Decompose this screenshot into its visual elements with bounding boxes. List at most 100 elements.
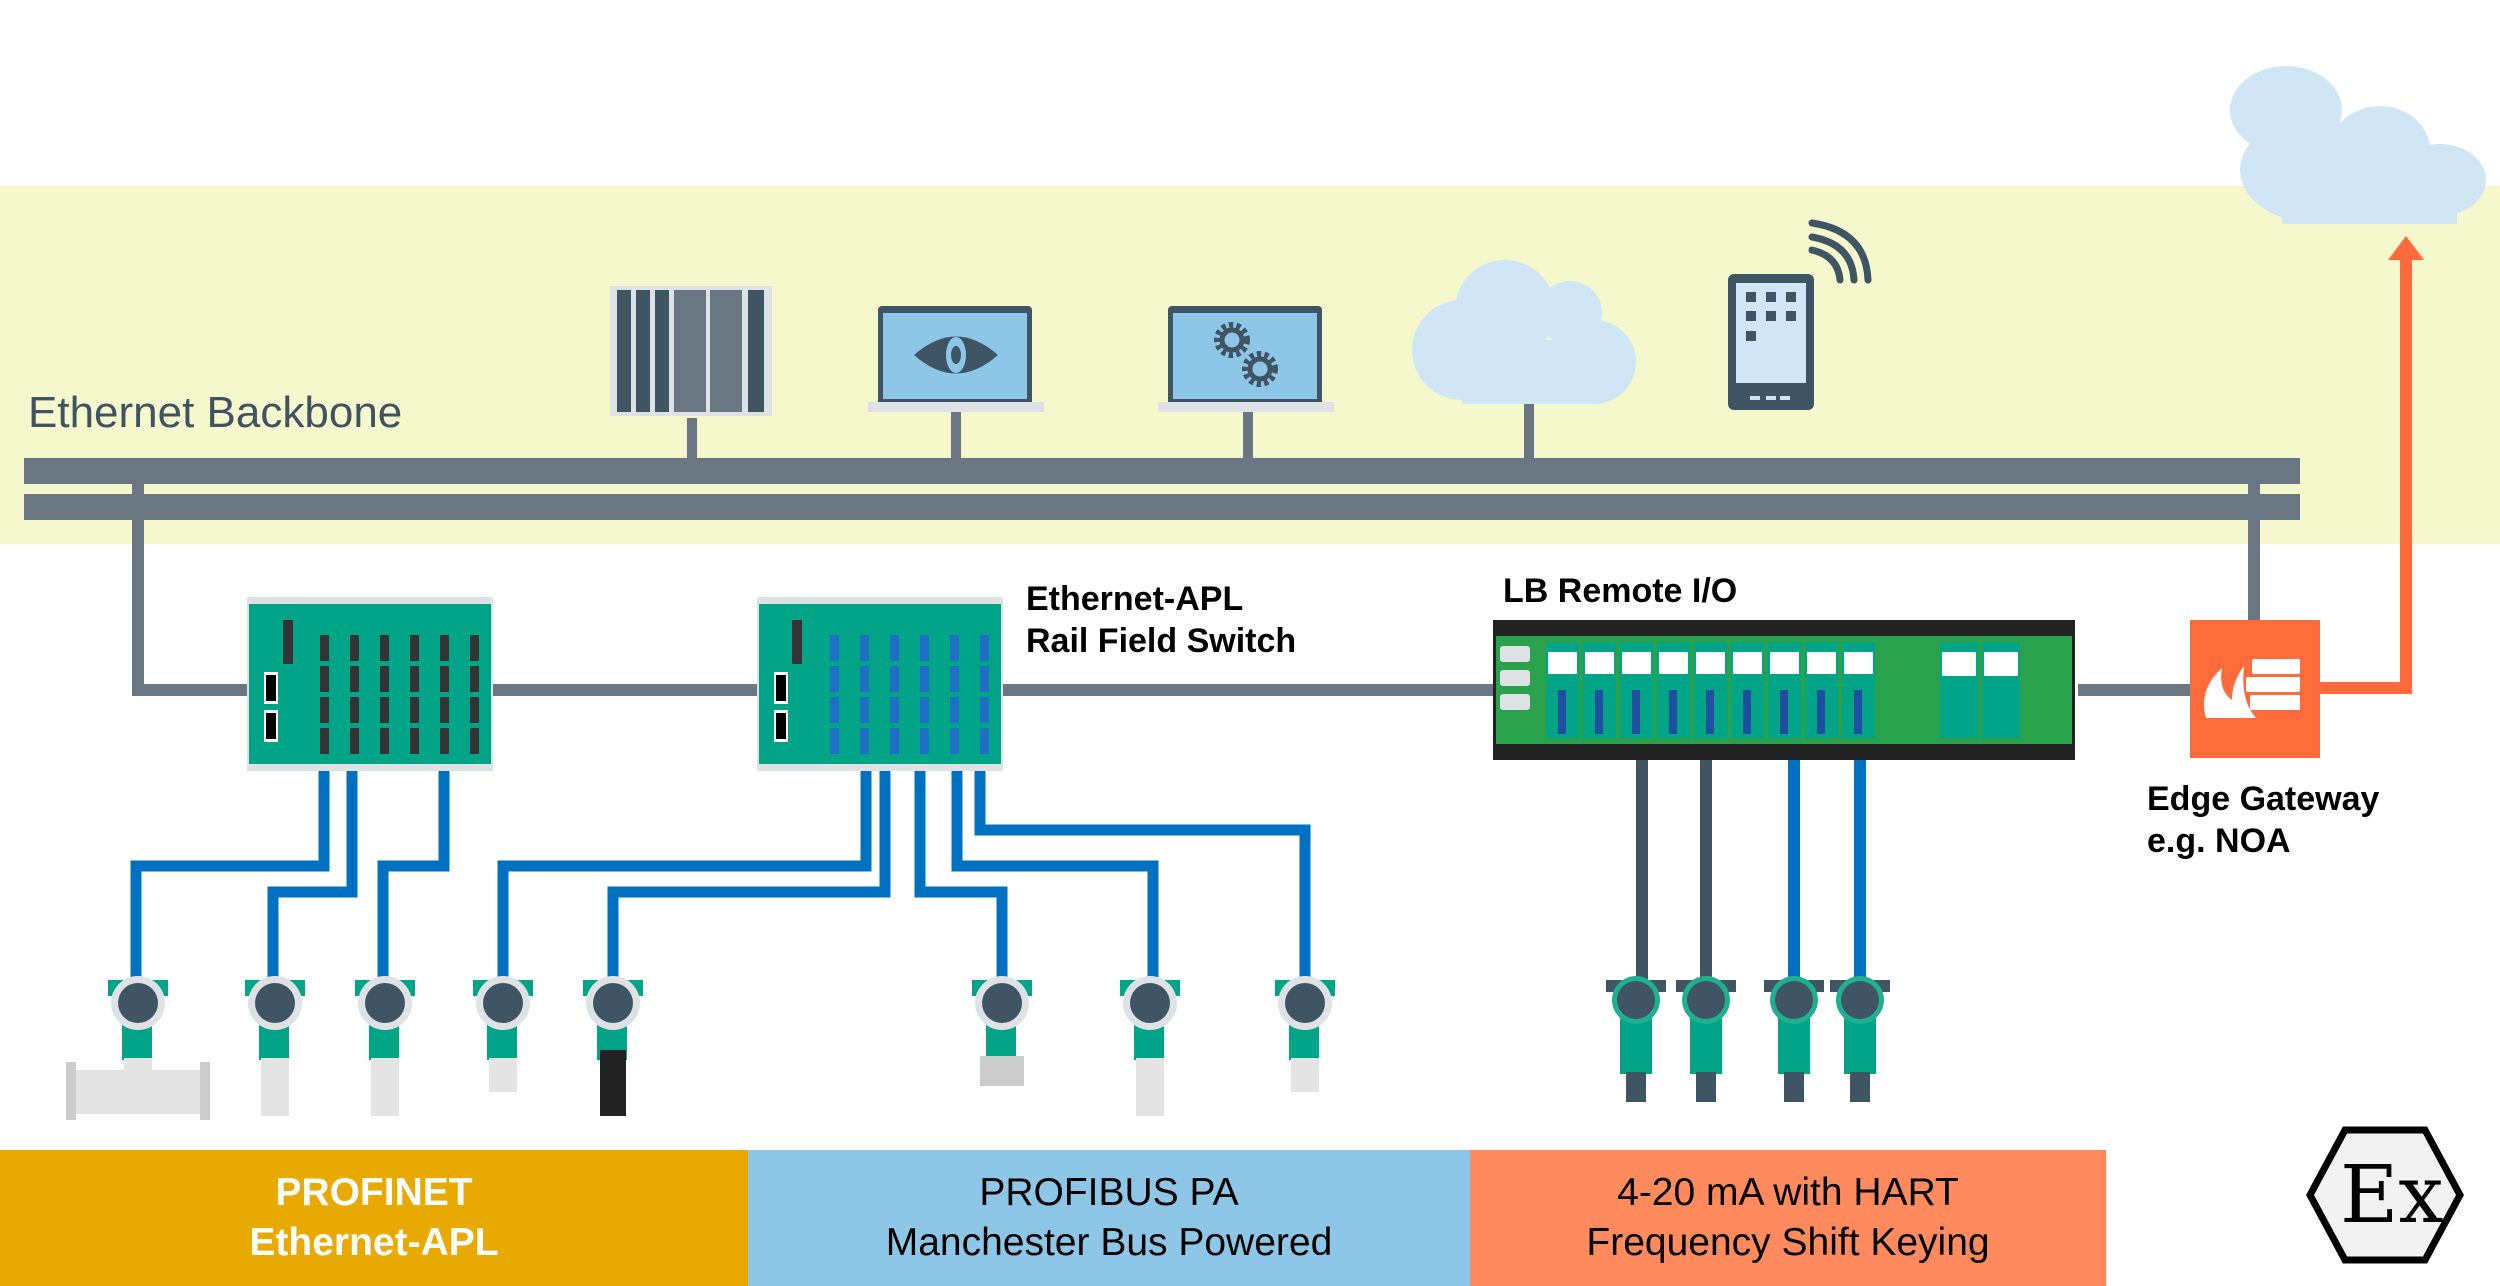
apl-field-switch-1[interactable] <box>247 597 493 771</box>
apl-cable <box>267 771 358 978</box>
hart-transmitter[interactable] <box>1830 976 1890 1102</box>
terminal-port <box>440 666 449 692</box>
hart-cable <box>1700 760 1712 980</box>
hart-transmitter[interactable] <box>1764 976 1824 1102</box>
field-switch-label-line2: Rail Field Switch <box>1026 622 1297 660</box>
terminal-port <box>920 728 929 754</box>
field-transmitter[interactable] <box>245 976 305 1116</box>
terminal-port <box>470 697 479 723</box>
ex-mark-icon <box>2306 1126 2464 1264</box>
hart-transmitter[interactable] <box>1676 976 1736 1102</box>
io-terminal <box>1595 690 1603 734</box>
flow-pipe <box>72 1070 204 1114</box>
terminal-port <box>320 728 329 754</box>
terminal-port <box>860 666 869 692</box>
monitoring-laptop[interactable] <box>868 306 1044 412</box>
engineering-laptop[interactable] <box>1158 306 1334 412</box>
backbone-label: Ethernet Backbone <box>28 388 403 437</box>
footer-profinet-line1: PROFINET <box>275 1171 473 1214</box>
field-transmitter[interactable] <box>1275 976 1335 1092</box>
field-transmitter[interactable] <box>355 976 415 1116</box>
terminal-port <box>470 635 479 661</box>
io-terminal <box>1706 690 1714 734</box>
footer-hart-line1: 4-20 mA with HART <box>1617 1171 1959 1214</box>
power-module-label <box>1984 652 2018 676</box>
io-terminal <box>1780 690 1788 734</box>
io-module-label <box>1585 652 1614 674</box>
dp-flange <box>980 1056 1024 1086</box>
terminal-port <box>890 697 899 723</box>
edge-gateway[interactable] <box>2190 620 2320 758</box>
terminal-port <box>830 697 839 723</box>
apl-cable <box>951 771 1159 978</box>
terminal-port <box>980 697 989 723</box>
field-transmitter[interactable] <box>473 976 533 1092</box>
field-transmitter[interactable] <box>583 976 643 1060</box>
remote-io-label: LB Remote I/O <box>1503 572 1738 610</box>
terminal-port <box>890 666 899 692</box>
terminal-port <box>860 728 869 754</box>
field-transmitter[interactable] <box>1120 976 1180 1116</box>
footer-profinet: PROFINET Ethernet-APL <box>0 1150 748 1286</box>
terminal-port <box>380 697 389 723</box>
hart-transmitter[interactable] <box>1606 976 1666 1102</box>
backbone-connections <box>132 400 2260 696</box>
footer-profibus-line1: PROFIBUS PA <box>979 1171 1239 1214</box>
hart-cable <box>1854 760 1866 980</box>
terminal-port <box>410 728 419 754</box>
wireless-icon <box>1808 219 1872 284</box>
terminal-port <box>920 666 929 692</box>
terminal-port <box>350 635 359 661</box>
terminal-port <box>440 728 449 754</box>
apl-cable <box>607 771 891 978</box>
terminal-port <box>470 728 479 754</box>
terminal-port <box>950 728 959 754</box>
black-probe <box>600 1050 626 1116</box>
edge-gateway-label-line1: Edge Gateway <box>2147 780 2380 818</box>
field-switch-label-line1: Ethernet-APL <box>1026 580 1244 618</box>
io-module-label <box>1696 652 1725 674</box>
pipe-flange <box>66 1062 76 1120</box>
terminal-port <box>830 635 839 661</box>
apl-cable <box>497 771 872 978</box>
terminal-port <box>470 666 479 692</box>
footer-profibus-line2: Manchester Bus Powered <box>885 1221 1333 1264</box>
apl-cable <box>974 771 1311 978</box>
terminal-port <box>950 635 959 661</box>
terminal-port <box>440 697 449 723</box>
hart-cable <box>1788 760 1800 980</box>
terminal-port <box>380 666 389 692</box>
controller-rack[interactable] <box>610 286 772 416</box>
external-cloud-icon <box>2230 66 2486 224</box>
lb-remote-io[interactable] <box>1493 620 2075 760</box>
io-terminal <box>1632 690 1640 734</box>
terminal-port <box>950 697 959 723</box>
field-switch-label: Ethernet-APL Rail Field Switch <box>1026 578 1296 662</box>
terminal-port <box>920 697 929 723</box>
terminal-port <box>860 635 869 661</box>
terminal-port <box>830 728 839 754</box>
io-module-label <box>1844 652 1873 674</box>
pipe-flange <box>200 1062 210 1120</box>
footer-hart: 4-20 mA with HART Frequency Shift Keying <box>1470 1150 2106 1286</box>
footer-profibus: PROFIBUS PA Manchester Bus Powered <box>748 1150 1470 1286</box>
apl-cable <box>130 771 330 978</box>
io-module-label <box>1733 652 1762 674</box>
gears-icon <box>1214 322 1278 387</box>
tablet-icon[interactable] <box>1728 274 1814 410</box>
footer-profinet-line2: Ethernet-APL <box>249 1221 499 1264</box>
footer-hart-line2: Frequency Shift Keying <box>1586 1221 1990 1264</box>
terminal-port <box>980 666 989 692</box>
edge-gateway-label-line2: e.g. NOA <box>2147 822 2291 860</box>
apl-cable <box>377 771 450 978</box>
terminal-port <box>890 635 899 661</box>
io-module-label <box>1548 652 1577 674</box>
io-module-label <box>1659 652 1688 674</box>
apl-cable <box>914 771 1008 978</box>
terminal-port <box>920 635 929 661</box>
terminal-port <box>350 666 359 692</box>
io-module-label <box>1622 652 1651 674</box>
terminal-port <box>950 666 959 692</box>
uplink-arrow <box>2318 236 2424 694</box>
apl-field-switch-2[interactable] <box>757 597 1003 771</box>
